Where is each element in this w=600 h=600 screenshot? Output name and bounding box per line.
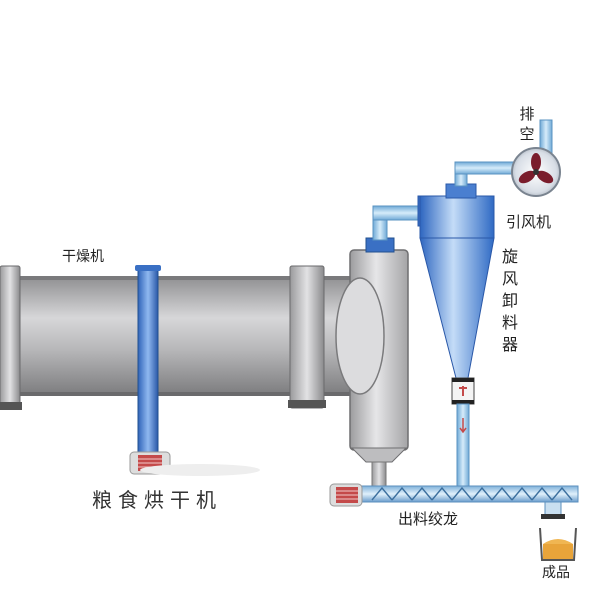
discharge-box bbox=[335, 237, 409, 489]
screw-flight bbox=[531, 486, 553, 501]
left-riding-ring bbox=[0, 265, 21, 409]
product-bin bbox=[539, 527, 577, 561]
fan-label: 引风机 bbox=[506, 213, 552, 231]
screw-flight bbox=[451, 486, 473, 501]
dryer-label: 干燥机 bbox=[62, 249, 104, 265]
dryer-drum bbox=[0, 265, 360, 410]
screw-flight bbox=[511, 486, 533, 501]
exhaust-label: 排空 bbox=[519, 105, 535, 143]
air-duct bbox=[372, 205, 426, 241]
screw-conveyor bbox=[329, 483, 579, 519]
screw-flight bbox=[491, 486, 513, 501]
screw-flight bbox=[471, 486, 493, 501]
screw-flight bbox=[411, 486, 433, 501]
screw-label: 出料绞龙 bbox=[398, 510, 459, 528]
screw-flight bbox=[391, 486, 413, 501]
screw-flight bbox=[371, 486, 393, 501]
fan-icon bbox=[511, 119, 561, 197]
cyclone-drop-pipe bbox=[456, 403, 470, 487]
screw-flight bbox=[551, 486, 573, 501]
screw-flight bbox=[431, 486, 453, 501]
feed-pipe bbox=[129, 265, 171, 475]
caption-label: 粮食烘干机 bbox=[92, 488, 222, 512]
right-riding-ring bbox=[289, 265, 325, 409]
cyclone-separator bbox=[417, 183, 495, 405]
product-label: 成品 bbox=[542, 565, 570, 581]
cyclone-label: 旋风卸料器 bbox=[501, 247, 518, 354]
